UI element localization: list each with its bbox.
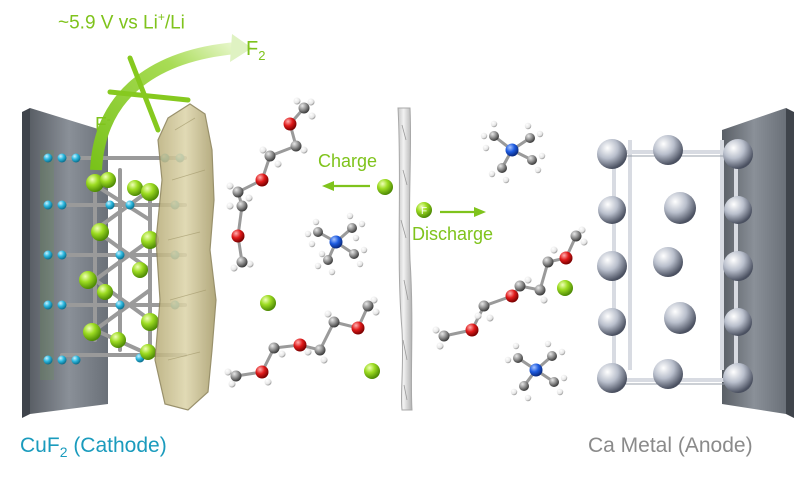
f2-label: F2 <box>246 38 266 63</box>
solvent-molecule <box>224 296 380 388</box>
ammonium-cation <box>304 212 368 276</box>
discharge-label: Discharge <box>412 224 494 244</box>
charge-label: Charge <box>318 151 378 171</box>
anode-label: Ca Metal (Anode) <box>588 434 753 457</box>
cathode-surface-layer <box>154 103 217 411</box>
fluoride-ion-symbol: F <box>421 206 427 217</box>
ammonium-cation <box>504 340 568 402</box>
fluoride-ions <box>260 179 573 379</box>
solvent-molecule <box>226 97 316 272</box>
ammonium-cation <box>480 120 546 184</box>
separator-membrane <box>397 107 413 411</box>
blocked-cross-icon <box>107 55 191 133</box>
discharge-arrow <box>440 207 486 217</box>
solvent-molecule <box>432 226 588 350</box>
fluoride-ion-labeled <box>416 202 432 218</box>
fluoride-anion-label: F- <box>95 112 111 136</box>
cathode-label: CuF2 (Cathode) <box>20 434 167 461</box>
charge-arrow <box>322 181 370 191</box>
voltage-label: ~5.9 V vs Li+/Li <box>58 10 185 34</box>
cuf2-lattice <box>43 153 187 365</box>
ca-metal-lattice <box>597 135 753 393</box>
